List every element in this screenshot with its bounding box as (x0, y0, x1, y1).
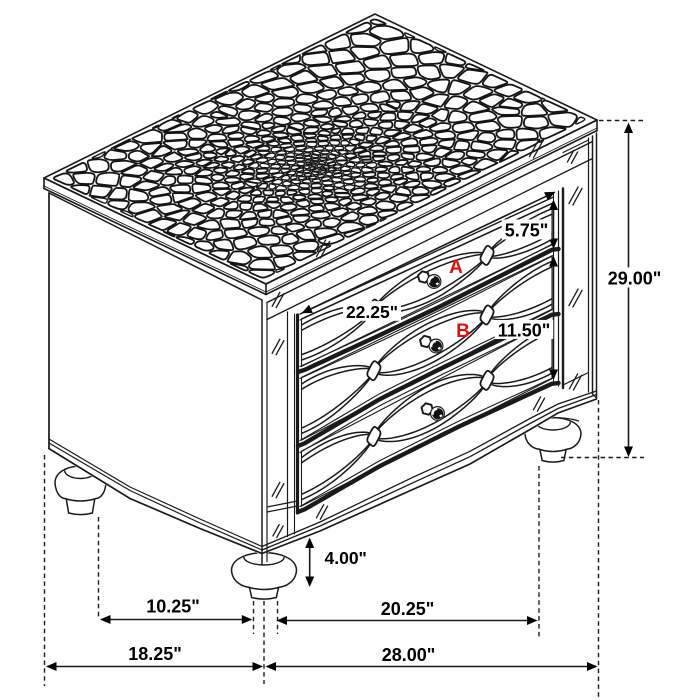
svg-text:10.25": 10.25" (146, 596, 200, 616)
svg-text:4.00": 4.00" (325, 548, 367, 568)
svg-text:18.25": 18.25" (128, 644, 182, 664)
svg-text:A: A (449, 257, 463, 278)
svg-text:29.00": 29.00" (608, 268, 662, 288)
svg-text:20.25": 20.25" (381, 599, 435, 619)
svg-text:11.50": 11.50" (498, 320, 551, 340)
svg-text:22.25": 22.25" (346, 302, 398, 322)
svg-text:B: B (456, 321, 470, 342)
svg-text:28.00": 28.00" (382, 645, 436, 665)
svg-text:5.75": 5.75" (505, 220, 549, 240)
